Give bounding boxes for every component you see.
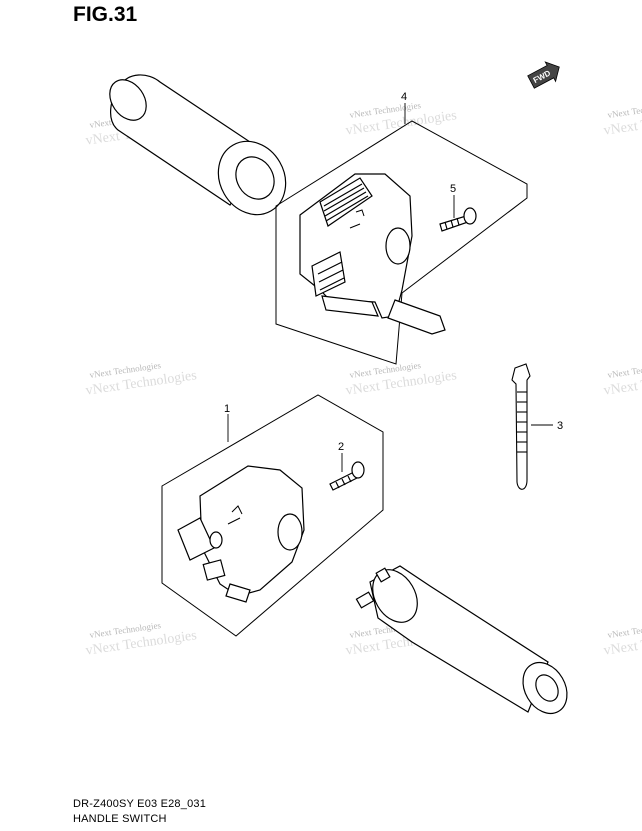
callout-2: 2: [338, 441, 344, 453]
fwd-badge: FWD: [527, 61, 560, 89]
callout-5: 5: [450, 183, 456, 195]
throttle-grip: [355, 565, 568, 715]
left-grip: [109, 74, 287, 216]
callout-1: 1: [224, 403, 230, 415]
leader-lines: [227, 103, 553, 472]
watermark-line1: vNext Technologies: [607, 100, 642, 120]
assembly-name: HANDLE SWITCH: [73, 813, 167, 825]
left-switch-group-box: [161, 394, 384, 637]
left-switch-assembly: [161, 394, 384, 637]
watermark: vNext Technologies vNext Technologies: [603, 620, 642, 659]
right-switch-screw: [439, 207, 477, 232]
watermark-line1: vNext Technologies: [607, 620, 642, 640]
callout-4: 4: [401, 91, 407, 103]
callouts: 4 5 3 1 2: [224, 91, 563, 453]
watermark: vNext Technologies vNext Technologies: [345, 360, 458, 399]
model-code: DR-Z400SY E03 E28_031: [73, 798, 207, 810]
watermark-line1: vNext Technologies: [607, 360, 642, 380]
cable-tie: [511, 363, 531, 490]
watermark: vNext Technologies vNext Technologies: [85, 360, 198, 399]
left-switch-screw: [329, 461, 365, 491]
watermark: vNext Technologies vNext Technologies: [85, 620, 198, 659]
watermark: vNext Technologies vNext Technologies: [603, 360, 642, 399]
callout-3: 3: [557, 420, 563, 432]
left-handle-switch: [177, 465, 305, 603]
right-handle-switch: [299, 173, 446, 335]
right-switch-group-box: [275, 120, 528, 365]
watermark: vNext Technologies vNext Technologies: [603, 100, 642, 139]
figure-title: FIG.31: [73, 3, 138, 26]
right-switch-assembly: [275, 120, 528, 365]
